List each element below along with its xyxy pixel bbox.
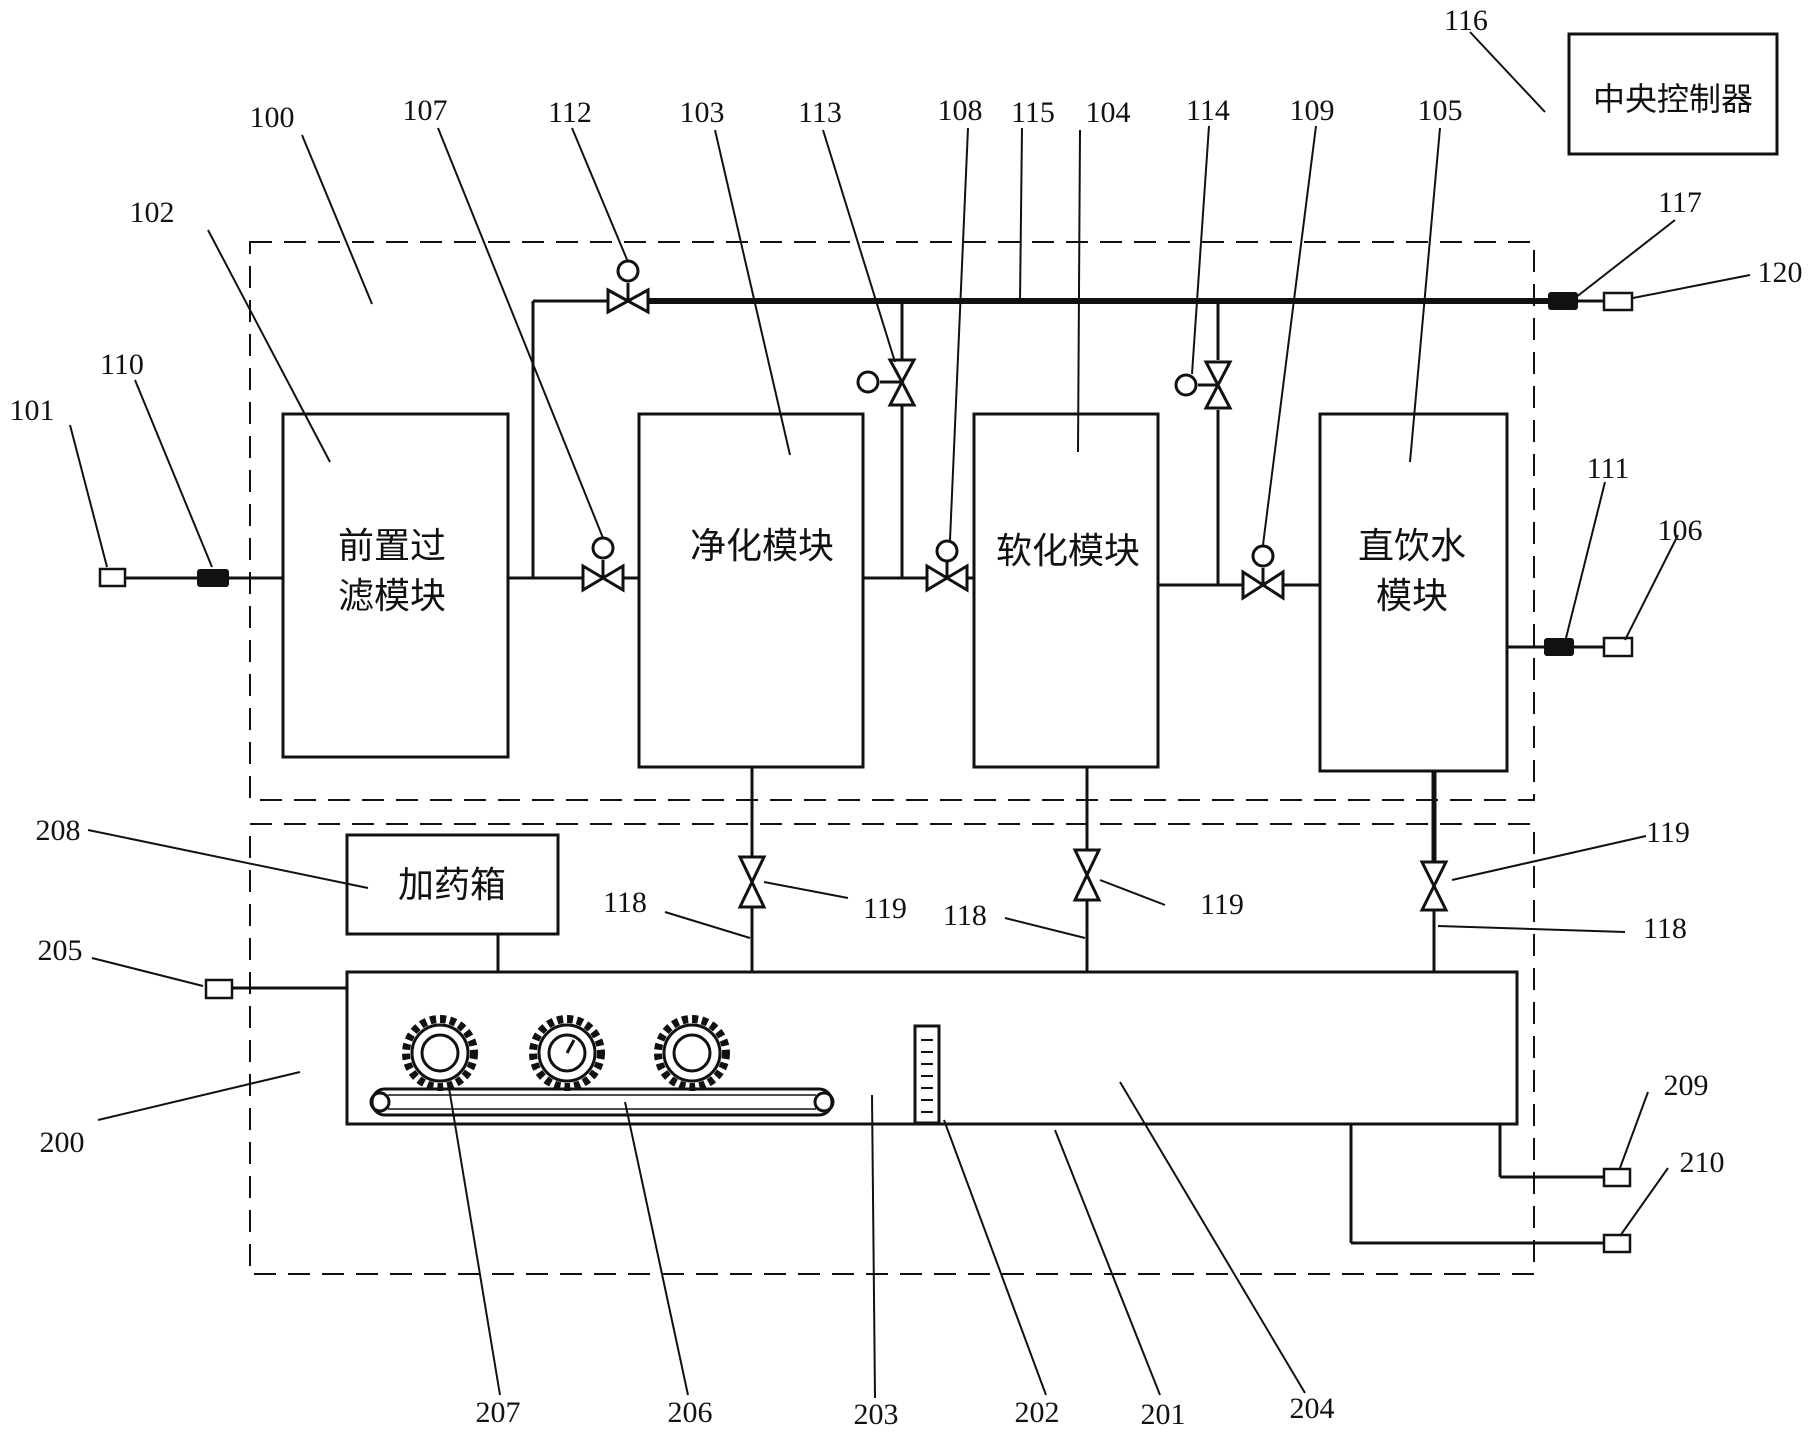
leader-lines [69,31,1751,1399]
ref-208: 208 [36,814,81,847]
ref-111: 111 [1587,452,1630,485]
ref-205: 205 [38,934,83,967]
ref-103: 103 [680,96,725,129]
outlet-port-106 [1602,636,1634,658]
drain-pipes [496,767,1436,972]
ref-118-a: 118 [603,886,647,919]
port-210 [1602,1233,1632,1254]
bypass-outlet-120 [1602,291,1634,312]
ref-104: 104 [1086,96,1131,129]
ref-100: 100 [250,101,295,134]
conveyor-206 [369,1087,835,1117]
ref-109: 109 [1290,94,1335,127]
direct-drinking-label-line1: 直饮水 [1358,526,1466,567]
tank-port-pipes [232,986,1604,1245]
valve-109 [1241,544,1285,601]
pre-filter-module-box [281,412,510,759]
port-209 [1602,1167,1632,1188]
softening-module-box [972,412,1160,769]
central-controller-label: 中央控制器 [1593,80,1753,118]
level-gauge-202 [913,1024,941,1125]
flow-meter-111 [1544,638,1574,656]
drain-valve-softening [1072,848,1102,902]
gear-1 [402,1015,478,1091]
inlet-port-101 [98,567,127,588]
ref-116: 116 [1444,4,1488,37]
ref-209: 209 [1664,1069,1709,1102]
ref-118-c: 118 [1643,912,1687,945]
ref-113: 113 [798,96,842,129]
ref-108: 108 [938,94,983,127]
dosing-box-label: 加药箱 [398,865,506,906]
purification-module-box [637,412,865,769]
ref-110: 110 [100,348,144,381]
ref-210: 210 [1680,1146,1725,1179]
direct-drinking-label-line2: 模块 [1376,576,1448,617]
ref-202: 202 [1015,1396,1060,1429]
ref-200: 200 [40,1126,85,1159]
valve-112 [606,259,650,315]
softening-label: 软化模块 [996,531,1140,572]
treatment-unit-enclosure [249,241,1535,801]
ref-106: 106 [1658,514,1703,547]
valve-107 [581,536,625,593]
tank-201 [345,970,1519,1126]
port-205 [204,978,234,1000]
valve-114 [1174,360,1233,410]
ref-201: 201 [1141,1398,1186,1431]
ref-119-b: 119 [1200,888,1244,921]
drain-valve-direct [1419,860,1449,912]
ref-115: 115 [1011,96,1055,129]
ref-105: 105 [1418,94,1463,127]
ref-120: 120 [1758,256,1803,289]
purification-label: 净化模块 [690,526,834,567]
ref-203: 203 [854,1398,899,1431]
ref-119-a: 119 [863,892,907,925]
gear-2 [529,1015,605,1091]
drain-valve-purification [737,855,767,909]
gear-3 [654,1015,730,1091]
ref-101: 101 [10,394,55,427]
pre-filter-label-line1: 前置过 [338,526,446,567]
central-controller-box [1567,32,1779,156]
valve-113 [856,358,917,407]
ref-207: 207 [476,1396,521,1429]
ref-206: 206 [668,1396,713,1429]
pre-filter-label-line2: 滤模块 [338,576,446,617]
ref-102: 102 [130,196,175,229]
ref-204: 204 [1290,1392,1335,1425]
ref-114: 114 [1186,94,1230,127]
ref-107: 107 [403,94,448,127]
recycle-unit-enclosure [249,823,1535,1275]
flow-meter-110 [197,569,229,587]
flow-meter-117 [1548,292,1578,310]
ref-118-b: 118 [943,899,987,932]
ref-117: 117 [1658,186,1702,219]
ref-119-c: 119 [1646,816,1690,849]
ref-112: 112 [548,96,592,129]
valve-108 [925,539,969,593]
